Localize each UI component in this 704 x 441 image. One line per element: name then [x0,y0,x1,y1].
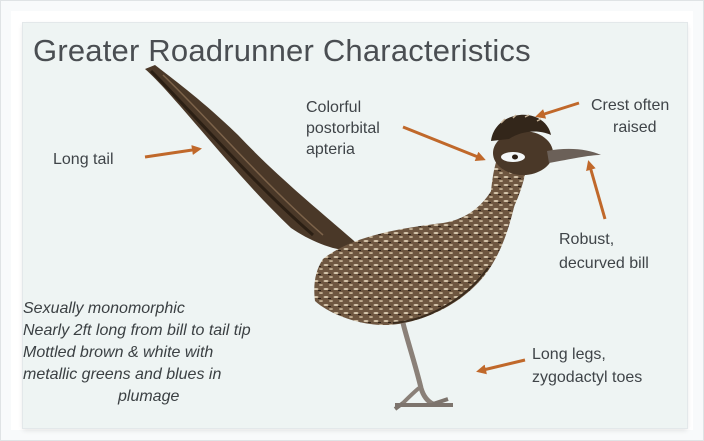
bird-bill [547,149,601,163]
bird-body [314,171,523,325]
fact-line: Sexually monomorphic [23,298,251,320]
fact-line: Mottled brown & white with [23,342,251,364]
slide-title: Greater Roadrunner Characteristics [33,33,531,69]
label-legs-line2: zygodactyl toes [532,367,642,388]
presentation-slide: Greater Roadrunner Characteristics Long … [23,23,687,428]
arrow-long-tail [145,149,199,157]
label-apteria-line3: apteria [306,139,355,160]
label-crest-line2: raised [613,117,657,138]
facts-list: Sexually monomorphic Nearly 2ft long fro… [23,298,251,408]
label-bill-line1: Robust, [559,229,614,250]
arrow-bill [589,163,605,219]
arrow-crest [538,103,579,116]
fact-line: Nearly 2ft long from bill to tail tip [23,320,251,342]
label-long-tail: Long tail [53,149,114,170]
arrow-apteria [403,127,483,159]
label-apteria-line1: Colorful [306,97,361,118]
label-crest-line1: Crest often [591,95,669,116]
bird-leg [403,323,433,404]
label-bill-line2: decurved bill [559,253,649,274]
label-apteria-line2: postorbital [306,118,380,139]
arrow-legs [479,360,525,371]
label-legs-line1: Long legs, [532,344,606,365]
fact-line: metallic greens and blues in [23,364,251,386]
fact-line: plumage [23,386,251,408]
